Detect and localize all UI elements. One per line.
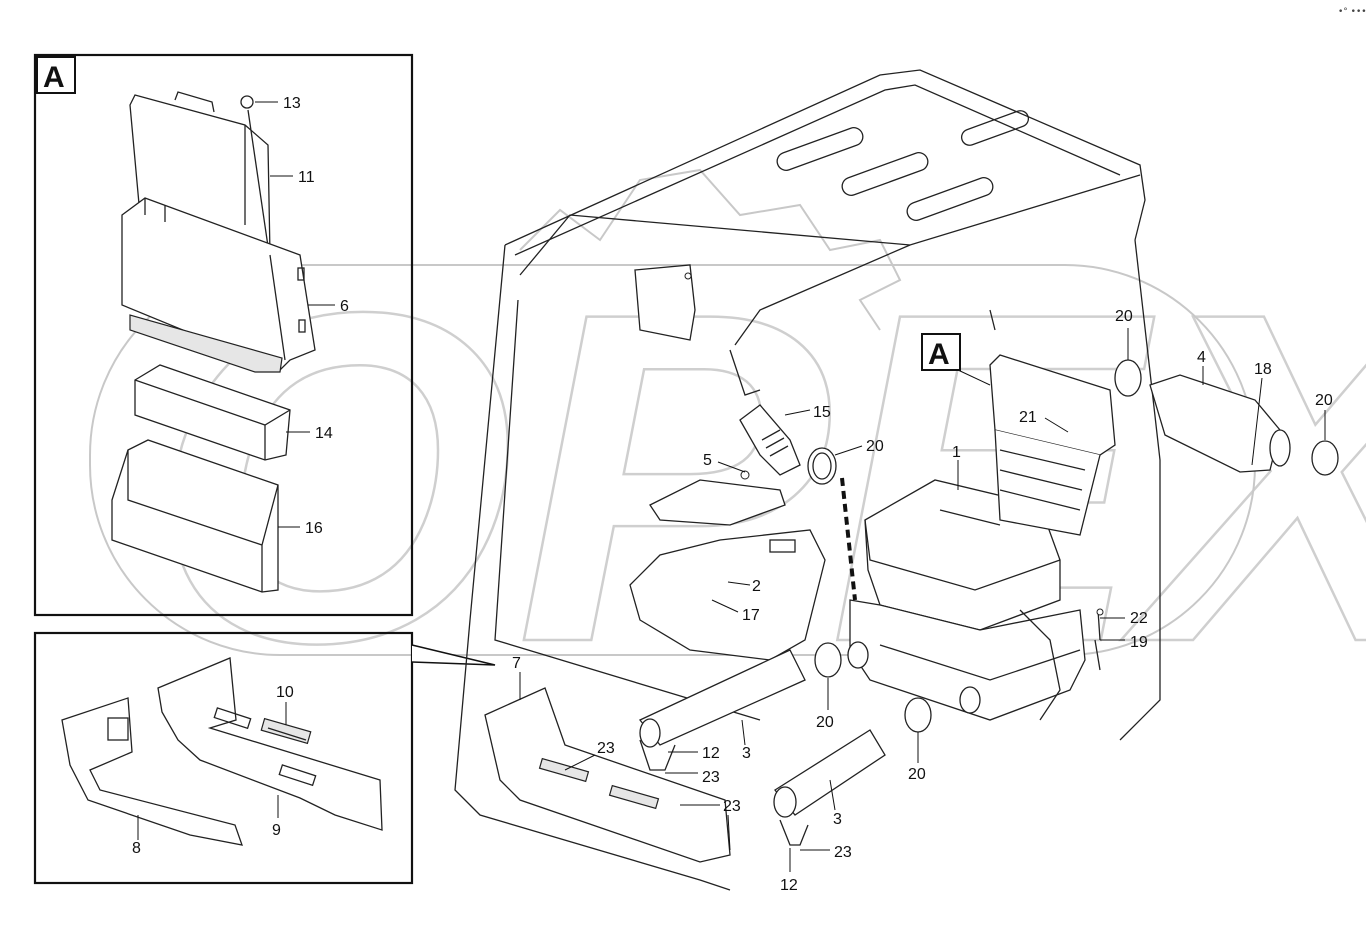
part-13-rod bbox=[240, 95, 271, 261]
callout-labels: 13 11 6 14 16 10 9 8 7 23 12 23 3 23 3 2… bbox=[132, 95, 1333, 894]
part-3-hose-lower bbox=[773, 729, 886, 818]
label-21: 21 bbox=[1019, 409, 1037, 426]
part-9-cover bbox=[157, 657, 383, 831]
leader-lines bbox=[519, 328, 1326, 872]
label-2: 2 bbox=[752, 578, 761, 595]
detail-box-a: A bbox=[33, 53, 414, 617]
part-14-filter bbox=[134, 364, 291, 461]
label-18: 18 bbox=[1254, 361, 1272, 378]
cab-structure bbox=[454, 69, 1161, 891]
label-23c: 23 bbox=[723, 798, 741, 815]
label-20d: 20 bbox=[1115, 308, 1133, 325]
dashed-connector bbox=[840, 477, 857, 601]
label-20a: 20 bbox=[816, 714, 834, 731]
part-20-clamp-right bbox=[1114, 359, 1339, 476]
label-17: 17 bbox=[742, 607, 760, 624]
watermark-text: OPEX bbox=[150, 215, 1366, 740]
part-5-bracket bbox=[649, 470, 786, 526]
detail-box-b bbox=[33, 631, 496, 885]
label-23a: 23 bbox=[597, 740, 615, 757]
label-15: 15 bbox=[813, 404, 831, 421]
part-12-clips bbox=[639, 739, 809, 846]
corner-mark: •° ••• bbox=[1338, 7, 1366, 17]
label-20e: 20 bbox=[1315, 392, 1333, 409]
callout-label: A bbox=[928, 338, 950, 371]
part-3-hose-upper bbox=[638, 649, 806, 748]
label-4: 4 bbox=[1197, 349, 1206, 366]
part-duct-assembly bbox=[989, 354, 1116, 536]
part-16-duct bbox=[111, 439, 279, 593]
part-8-panel bbox=[61, 697, 243, 846]
part-6-housing bbox=[121, 197, 316, 373]
watermark-gear-icon bbox=[519, 168, 902, 331]
label-3b: 3 bbox=[833, 811, 842, 828]
part-20-clamps-lower bbox=[814, 641, 981, 733]
part-15-hose bbox=[739, 404, 801, 476]
label-10: 10 bbox=[276, 684, 294, 701]
callout-pointer bbox=[411, 644, 496, 666]
part-7-panel bbox=[484, 687, 731, 863]
label-9: 9 bbox=[272, 822, 281, 839]
label-20b: 20 bbox=[908, 766, 926, 783]
detail-box-label: A bbox=[43, 61, 65, 94]
callout-box-a: A bbox=[921, 333, 991, 386]
part-20-clamp-upper-left bbox=[807, 447, 837, 485]
label-3a: 3 bbox=[742, 745, 751, 762]
part-22-bolt bbox=[1096, 608, 1104, 641]
label-22: 22 bbox=[1130, 610, 1148, 627]
label-23b: 23 bbox=[702, 769, 720, 786]
label-12b: 12 bbox=[780, 877, 798, 894]
label-23d: 23 bbox=[834, 844, 852, 861]
label-5: 5 bbox=[703, 452, 712, 469]
label-1: 1 bbox=[952, 444, 961, 461]
label-8: 8 bbox=[132, 840, 141, 857]
label-11: 11 bbox=[298, 169, 315, 186]
label-12a: 12 bbox=[702, 745, 720, 762]
label-13: 13 bbox=[283, 95, 301, 112]
part-4-outlet-duct bbox=[1149, 374, 1291, 473]
label-14: 14 bbox=[315, 425, 333, 442]
label-20c: 20 bbox=[866, 438, 884, 455]
label-16: 16 bbox=[305, 520, 323, 537]
part-10-vent-grille bbox=[260, 717, 312, 745]
label-19: 19 bbox=[1130, 634, 1148, 651]
part-17-housing bbox=[629, 529, 826, 661]
label-7: 7 bbox=[512, 655, 521, 672]
label-6: 6 bbox=[340, 298, 349, 315]
